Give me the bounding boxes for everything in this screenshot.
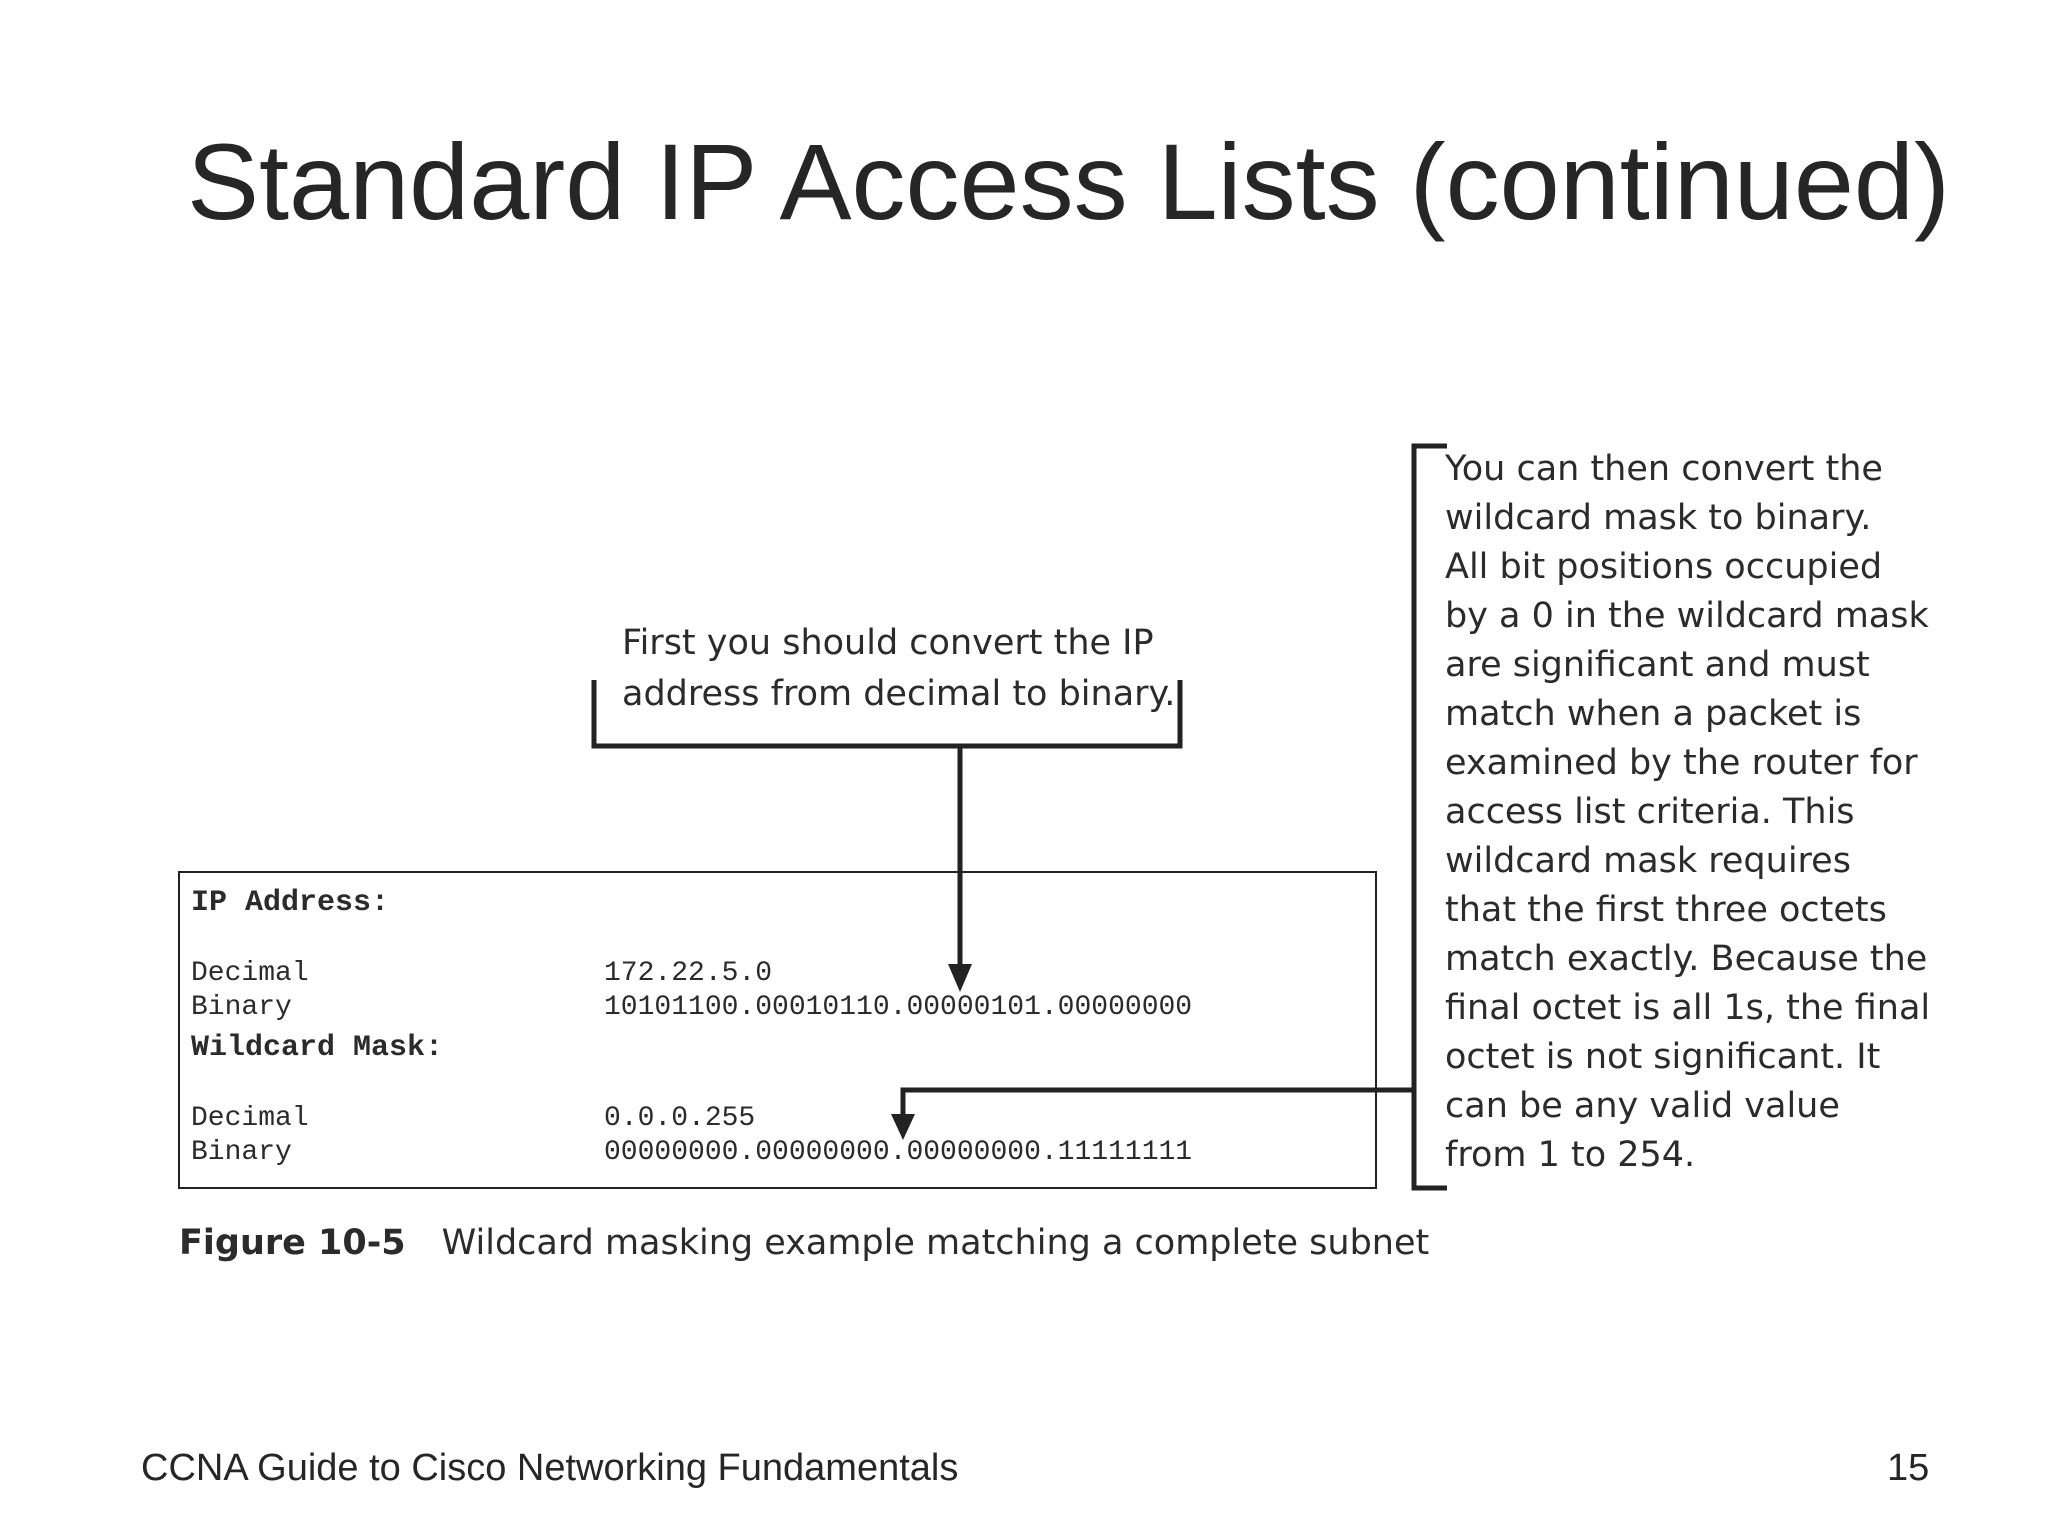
- ip-decimal-value: 172.22.5.0: [604, 958, 773, 989]
- ip-binary-value: 10101100.00010110.00000101.00000000: [604, 992, 1193, 1023]
- ip-binary-label: Binary: [191, 992, 292, 1023]
- top-arrow-head: [948, 964, 972, 992]
- right-callout-line: You can then convert the: [1445, 449, 1883, 489]
- wildcard-decimal-label: Decimal: [191, 1103, 309, 1134]
- right-arrow-head: [891, 1114, 915, 1140]
- right-callout-line: match exactly. Because the: [1445, 939, 1928, 979]
- top-callout-line: address from decimal to binary.: [622, 674, 1176, 714]
- right-callout-line: final octet is all 1s, the final: [1445, 988, 1931, 1028]
- wildcard-decimal-value: 0.0.0.255: [604, 1103, 756, 1134]
- figure-caption: Figure 10-5 Wildcard masking example matc…: [179, 1223, 1429, 1263]
- right-callout-line: octet is not significant. It: [1445, 1037, 1881, 1077]
- right-callout-line: can be any valid value: [1445, 1086, 1840, 1126]
- ip-address-heading: IP Address:: [191, 886, 390, 920]
- right-callout-line: from 1 to 254.: [1445, 1135, 1696, 1175]
- right-callout-line: wildcard mask to binary.: [1445, 498, 1872, 538]
- top-callout-line: First you should convert the IP: [622, 623, 1154, 663]
- right-callout-text: You can then convert the wildcard mask t…: [1445, 445, 1930, 1180]
- wildcard-binary-value: 00000000.00000000.00000000.11111111: [604, 1137, 1193, 1168]
- top-callout-text: First you should convert the IP address …: [622, 618, 1175, 720]
- figure-caption-number: Figure 10-5: [179, 1223, 406, 1263]
- right-callout-line: are significant and must: [1445, 645, 1870, 685]
- top-callout-bracket: [591, 680, 1183, 749]
- wildcard-binary-label: Binary: [191, 1137, 292, 1168]
- page-number: 15: [1887, 1447, 1930, 1489]
- right-callout-line: wildcard mask requires: [1445, 841, 1851, 881]
- right-callout-line: access list criteria. This: [1445, 792, 1855, 832]
- right-callout-line: by a 0 in the wildcard mask: [1445, 596, 1929, 636]
- right-arrow-line: [900, 1087, 1414, 1118]
- right-callout-bracket: [1411, 443, 1447, 1191]
- wildcard-mask-heading: Wildcard Mask:: [191, 1031, 444, 1065]
- right-callout-line: match when a packet is: [1445, 694, 1862, 734]
- figure-caption-text: Wildcard masking example matching a comp…: [441, 1223, 1430, 1263]
- right-callout-line: All bit positions occupied: [1445, 547, 1883, 587]
- slide-title: Standard IP Access Lists (continued): [187, 121, 1950, 242]
- figure-data-box: [178, 871, 1377, 1189]
- footer-text: CCNA Guide to Cisco Networking Fundament…: [141, 1447, 959, 1489]
- right-callout-line: examined by the router for: [1445, 743, 1918, 783]
- right-callout-line: that the first three octets: [1445, 890, 1887, 930]
- ip-decimal-label: Decimal: [191, 958, 309, 989]
